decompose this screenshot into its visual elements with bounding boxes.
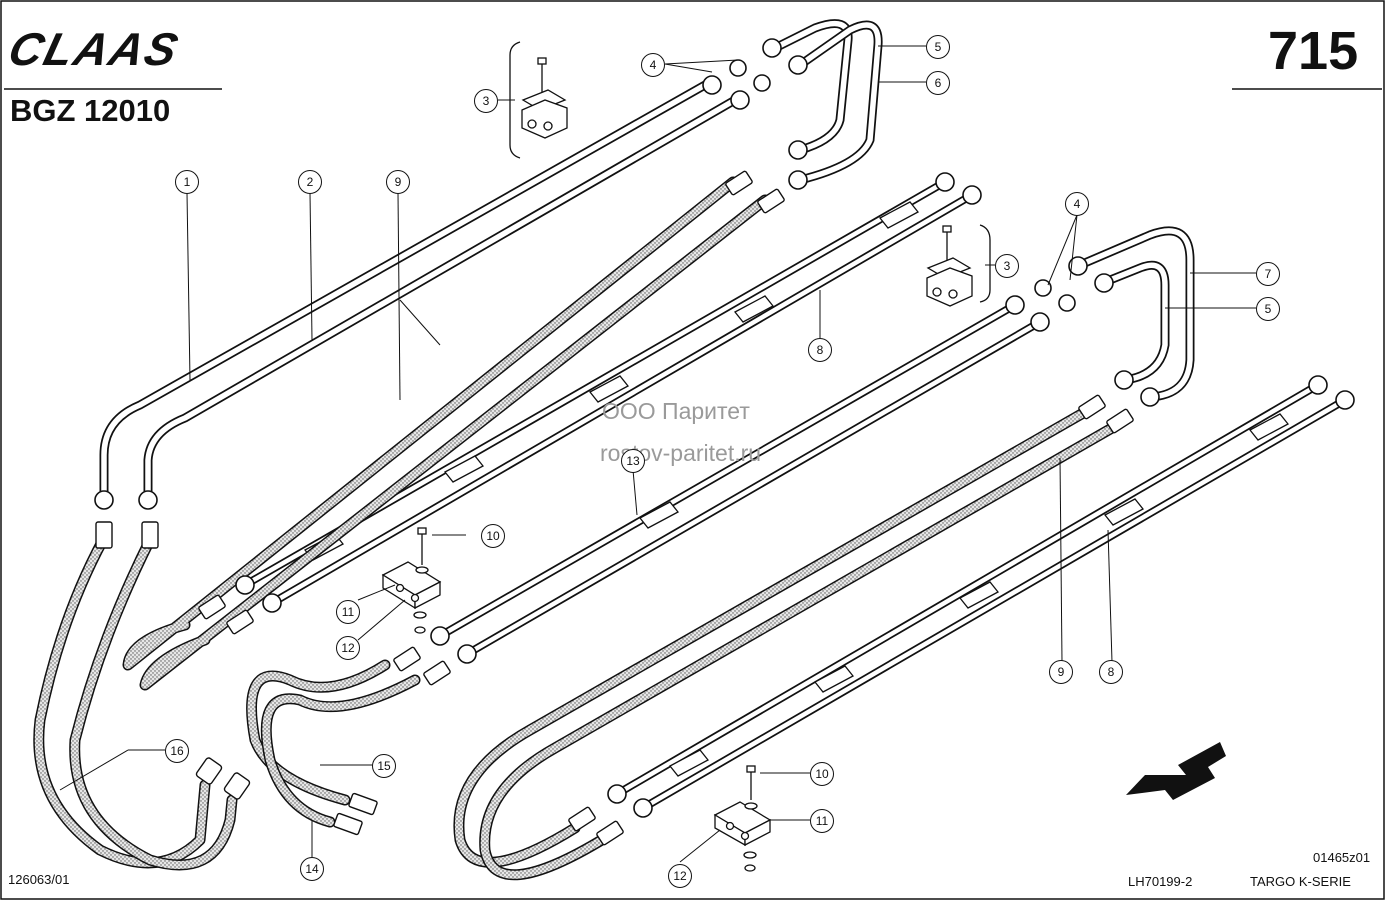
arrow-down-left-icon — [1126, 742, 1226, 800]
flexible-hoses — [33, 176, 1118, 881]
callout-2: 2 — [298, 170, 322, 194]
hex-nuts — [94, 38, 1355, 818]
callout-3: 3 — [474, 89, 498, 113]
callout-8: 8 — [808, 338, 832, 362]
callout-13: 13 — [621, 449, 645, 473]
hose-fittings — [95, 170, 1134, 846]
clamp-block-middle — [381, 527, 442, 634]
pipe-clamps — [304, 201, 1289, 777]
page-number: 715 — [1268, 21, 1359, 81]
clamp-assembly-upper — [521, 57, 568, 139]
brand-logo: CLAAS — [3, 23, 185, 75]
callout-9-right: 9 — [1049, 660, 1073, 684]
clamp-assembly-lower — [926, 225, 973, 307]
callout-6: 6 — [926, 71, 950, 95]
drawing-code: LH70199-2 — [1128, 874, 1193, 889]
callout-11-bottom: 11 — [810, 809, 834, 833]
callout-10-bottom: 10 — [810, 762, 834, 786]
leader-lines — [59, 45, 1256, 863]
callout-12: 12 — [336, 636, 360, 660]
callout-4-right: 4 — [1065, 192, 1089, 216]
callout-5: 5 — [926, 35, 950, 59]
document-reference: 126063/01 — [8, 872, 70, 887]
callout-9: 9 — [386, 170, 410, 194]
callout-12-bottom: 12 — [668, 864, 692, 888]
rigid-pipes — [99, 19, 1349, 812]
watermark-company: ООО Паритет — [602, 398, 750, 424]
callout-1: 1 — [175, 170, 199, 194]
series-label: TARGO K-SERIE — [1250, 874, 1351, 889]
callout-3-right: 3 — [995, 254, 1019, 278]
callout-5-right: 5 — [1256, 297, 1280, 321]
callout-10: 10 — [481, 524, 505, 548]
callout-14: 14 — [300, 857, 324, 881]
callout-15: 15 — [372, 754, 396, 778]
clamp-brackets — [509, 41, 991, 303]
figure-id: 01465z01 — [1313, 850, 1371, 865]
model-title: BGZ 12010 — [10, 93, 171, 128]
callout-11: 11 — [336, 600, 360, 624]
callout-8-right: 8 — [1099, 660, 1123, 684]
callout-7: 7 — [1256, 262, 1280, 286]
callout-4: 4 — [641, 53, 665, 77]
clamp-block-bottom — [713, 765, 772, 872]
callout-16: 16 — [165, 739, 189, 763]
